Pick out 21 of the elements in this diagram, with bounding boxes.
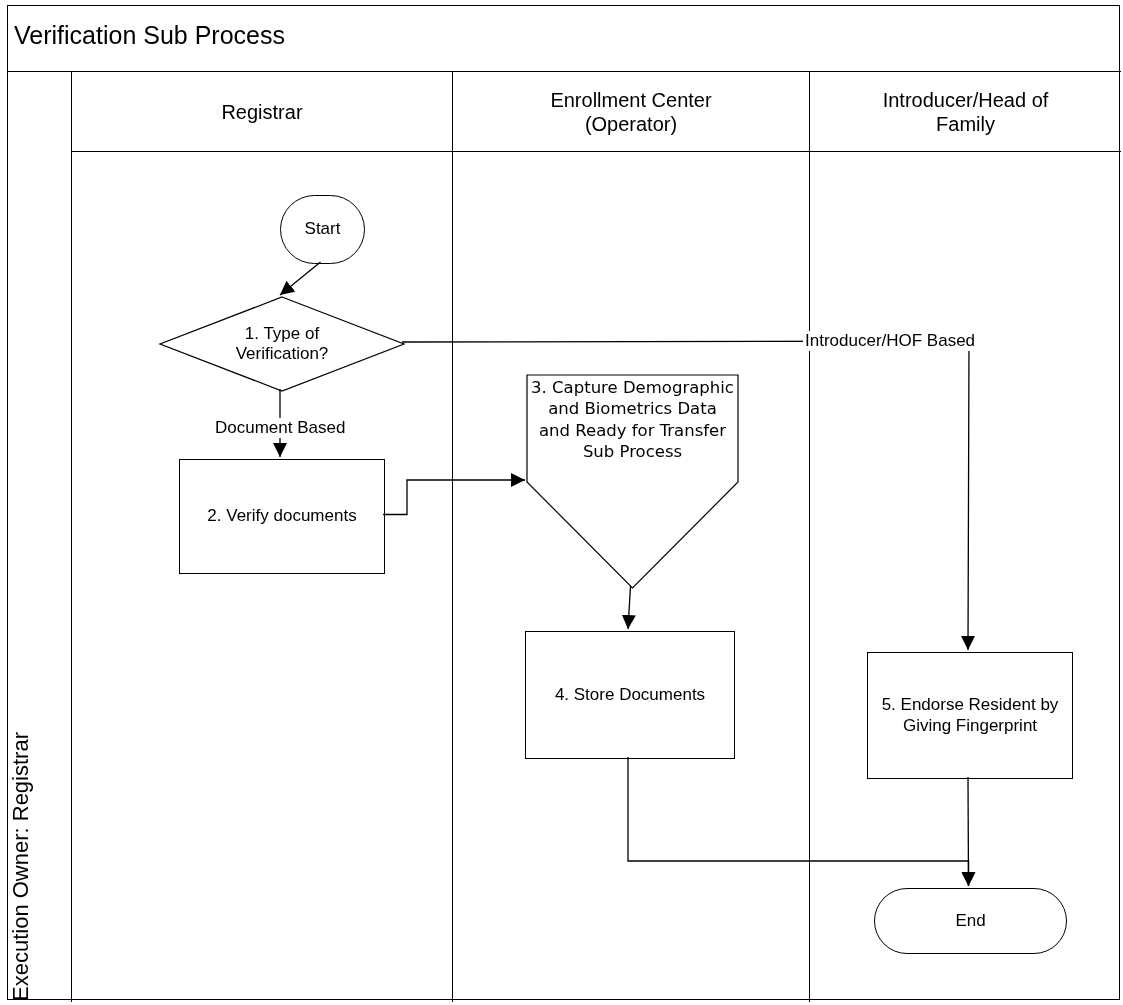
node-label: 3. Capture Demographic and Biometrics Data and Ready for Transfer Sub Process: [531, 377, 734, 463]
process-box: [867, 652, 1073, 779]
node-label: 5. Endorse Resident by Giving Fingerprint: [880, 695, 1060, 736]
arrow: [621, 585, 636, 630]
node-label: End: [955, 910, 986, 932]
node-label: 1. Type of Verification?: [234, 323, 330, 365]
lane-header: Enrollment Center (Operator): [549, 87, 713, 136]
lane-header: Registrar: [221, 99, 303, 124]
node-label: 2. Verify documents: [207, 506, 357, 527]
arrow: [279, 261, 322, 296]
lane-header: Introducer/Head of Family: [881, 87, 1050, 136]
edge-label: Document Based: [213, 418, 348, 438]
node-label: 4. Store Documents: [554, 684, 706, 706]
row-label: Execution Owner: Registrar: [8, 732, 34, 1001]
decision-diamond: [160, 297, 404, 391]
node-label: Start: [304, 219, 341, 240]
process-box: [179, 459, 385, 574]
pool-title: Verification Sub Process: [14, 20, 285, 50]
swimlane-lane: [71, 72, 452, 1002]
off-page-connector: [527, 375, 738, 588]
process-box: [525, 631, 735, 759]
